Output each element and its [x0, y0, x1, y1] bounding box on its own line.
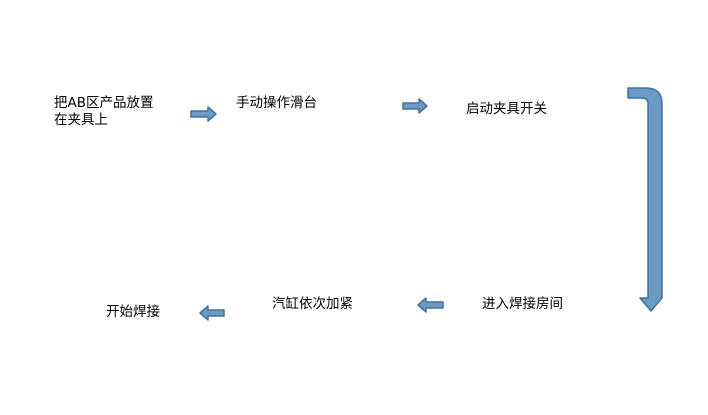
- step-manual-slide: 手动操作滑台: [236, 95, 317, 111]
- step-start-welding: 开始焊接: [106, 304, 160, 320]
- arrow-right-icon: [402, 98, 428, 114]
- u-turn-arrow-icon: [627, 87, 663, 312]
- step-place-product: 把AB区产品放置 在夹具上: [54, 95, 154, 128]
- step-cylinders-clamp: 汽缸依次加紧: [272, 296, 353, 312]
- arrow-right-icon: [190, 106, 217, 122]
- step-start-fixture-switch: 启动夹具开关: [466, 101, 547, 117]
- arrow-left-icon: [417, 297, 444, 313]
- step-enter-welding-room: 进入焊接房间: [482, 296, 563, 312]
- arrow-left-icon: [199, 305, 225, 321]
